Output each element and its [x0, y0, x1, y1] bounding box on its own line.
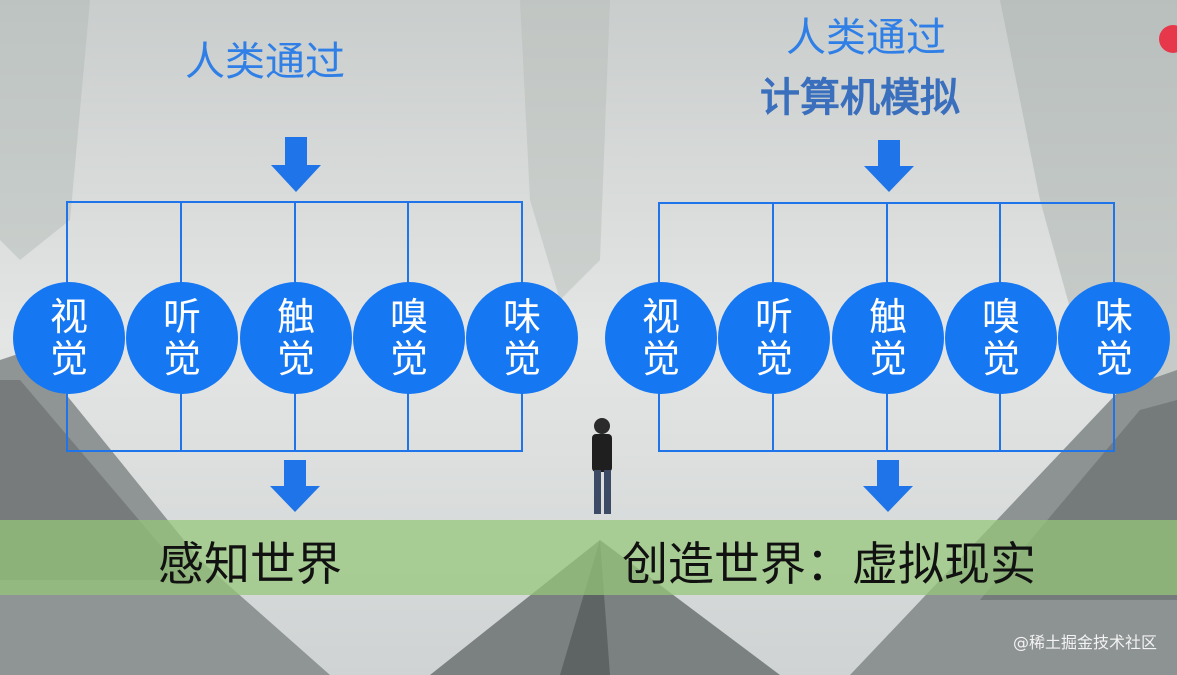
left-result-text: 感知世界: [158, 537, 342, 591]
right-sense-vision: 视觉: [605, 282, 717, 394]
right-arrow-down-icon: [863, 460, 913, 512]
left-sense-hearing: 听觉: [126, 282, 238, 394]
red-dot-icon: [1159, 25, 1177, 53]
left-title: 人类通过: [185, 39, 345, 85]
left-arrow-down-icon: [270, 460, 320, 512]
left-sense-smell: 嗅觉: [353, 282, 465, 394]
left-sense-vision: 视觉: [13, 282, 125, 394]
right-arrow-down-icon: [864, 140, 914, 192]
right-sense-taste: 味觉: [1058, 282, 1170, 394]
watermark: @稀土掘金技术社区: [1012, 633, 1157, 652]
right-sense-hearing: 听觉: [718, 282, 830, 394]
left-arrow-down-icon: [271, 137, 321, 192]
right-title-line1: 人类通过: [786, 15, 946, 61]
left-sense-touch: 触觉: [240, 282, 352, 394]
right-title-line2: 计算机模拟: [760, 75, 960, 121]
right-sense-smell: 嗅觉: [945, 282, 1057, 394]
right-sense-touch: 触觉: [832, 282, 944, 394]
result-band: [0, 520, 1177, 595]
right-result-text: 创造世界：虚拟现实: [622, 537, 1036, 591]
left-sense-taste: 味觉: [466, 282, 578, 394]
